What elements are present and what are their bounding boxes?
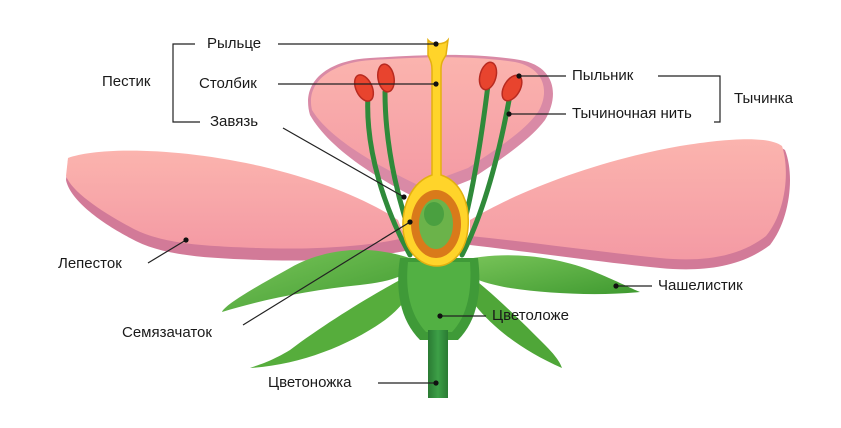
stem-shape	[428, 330, 448, 398]
leader-lines	[147, 43, 721, 384]
label-anther: Пыльник	[572, 67, 634, 84]
label-receptacle: Цветоложе	[492, 307, 569, 324]
label-stamen: Тычинка	[734, 90, 793, 107]
label-petal: Лепесток	[58, 255, 122, 272]
sepals	[222, 249, 640, 368]
label-pistil: Пестик	[102, 73, 151, 90]
label-stigma: Рыльце	[207, 35, 262, 52]
label-sepal: Чашелистик	[658, 277, 743, 294]
label-ovule: Семязачаток	[122, 324, 212, 341]
label-pedicel: Цветоножка	[268, 374, 352, 391]
anthers	[353, 61, 523, 102]
right-petal	[470, 139, 790, 270]
label-ovary: Завязь	[210, 113, 259, 130]
label-filament: Тычиночная нить	[572, 105, 692, 122]
receptacle-shape	[398, 258, 480, 340]
pistil-shape	[402, 37, 470, 267]
label-style: Столбик	[199, 75, 257, 92]
leader-dots	[183, 41, 619, 386]
left-petal	[66, 150, 410, 261]
